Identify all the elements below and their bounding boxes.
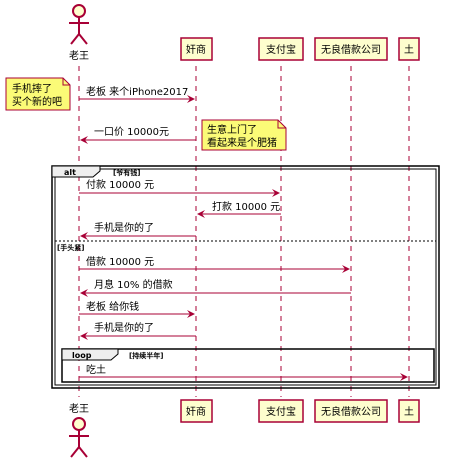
message-5-label: 手机是你的了 (94, 221, 154, 234)
loop-guard: [持续半年] (129, 351, 163, 360)
message-8-label: 老板 给你钱 (86, 300, 139, 313)
note-right-line-2: 看起来是个肥猪 (207, 136, 277, 149)
participant-label-wuliang-top: 无良借款公司 (321, 43, 381, 56)
participant-label-jianshang-bottom: 奸商 (186, 405, 206, 418)
message-9-label: 手机是你的了 (94, 321, 154, 334)
alt-keyword: alt (64, 168, 76, 177)
participant-label-laowang-top: 老王 (69, 49, 89, 62)
participant-jianshang-bottom: 奸商 (180, 399, 213, 423)
note-right-line-1: 生意上门了 (207, 123, 257, 136)
participant-wuliang-top: 无良借款公司 (314, 37, 388, 61)
participant-tu-top: 土 (398, 37, 420, 61)
actor-laowang-bottom (69, 417, 89, 458)
actor-laowang-top (69, 4, 89, 45)
participant-label-zhifubao-top: 支付宝 (266, 43, 296, 56)
participant-label-tu-top: 土 (404, 43, 414, 56)
participant-label-jianshang-top: 奸商 (186, 43, 206, 56)
note-left: 手机摔了 买个新的吧 (5, 77, 71, 111)
message-1-label: 老板 来个iPhone2017 (86, 85, 188, 98)
else-guard: [手头紧] (57, 243, 84, 252)
participant-label-tu-bottom: 土 (404, 405, 414, 418)
message-2-label: 一口价 10000元 (94, 126, 169, 138)
loop-fragment: loop [持续半年] (61, 348, 435, 383)
note-left-line-2: 买个新的吧 (12, 95, 62, 108)
note-left-line-1: 手机摔了 (12, 82, 52, 95)
participant-tu-bottom: 土 (398, 399, 420, 423)
participant-label-wuliang-bottom: 无良借款公司 (321, 405, 381, 418)
loop-keyword: loop (72, 351, 92, 360)
participant-label-laowang-bottom: 老王 (69, 402, 89, 415)
participant-zhifubao-top: 支付宝 (258, 37, 304, 61)
message-3-label: 付款 10000 元 (86, 178, 154, 191)
alt-fragment: alt [爷有钱] (51, 165, 440, 389)
message-4-label: 打款 10000 元 (212, 200, 280, 213)
participant-label-zhifubao-bottom: 支付宝 (266, 405, 296, 418)
message-7-label: 月息 10% 的借款 (94, 278, 173, 291)
alt-guard: [爷有钱] (113, 168, 140, 177)
message-10-label: 吃土 (86, 363, 106, 376)
participant-zhifubao-bottom: 支付宝 (258, 399, 304, 423)
participant-wuliang-bottom: 无良借款公司 (314, 399, 388, 423)
note-right: 生意上门了 看起来是个肥猪 (201, 119, 287, 151)
message-6-label: 借款 10000 元 (86, 255, 154, 268)
participant-jianshang-top: 奸商 (180, 37, 213, 61)
